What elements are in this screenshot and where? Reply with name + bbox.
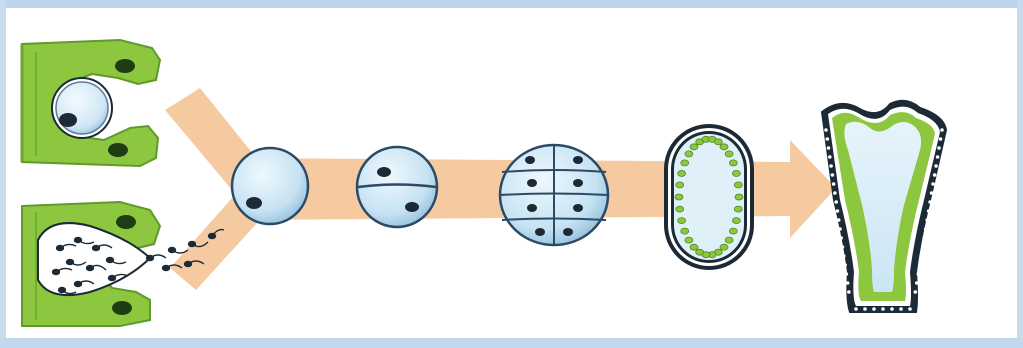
egg-cell	[56, 82, 108, 134]
blastula-cell	[729, 228, 737, 234]
gastrula-rim-dot	[826, 137, 830, 141]
blastula	[664, 124, 754, 270]
egg-nucleus	[59, 113, 77, 127]
gastrula-rim-dot	[899, 307, 903, 311]
blastula-cell	[725, 151, 733, 157]
gastrula-rim-dot	[828, 155, 832, 159]
blastula-cell	[685, 237, 693, 243]
gastrula-rim-dot	[940, 128, 944, 132]
two-cell-stage	[357, 147, 437, 227]
gastrula-rim-dot	[832, 182, 836, 186]
blastula-cell	[690, 244, 698, 250]
gastrula-rim-dot	[831, 173, 835, 177]
gastrula-rim-dot	[833, 191, 837, 195]
gastrula-rim-dot	[845, 272, 849, 276]
blastula-cell	[675, 194, 683, 200]
blastula-cell	[690, 144, 698, 150]
gastrula-rim-dot	[841, 245, 845, 249]
blastula-cell	[720, 144, 728, 150]
blastula-cell	[681, 160, 689, 166]
blastula-cell	[735, 194, 743, 200]
archegonium-with-egg	[22, 40, 160, 166]
gastrula-rim-dot	[931, 182, 935, 186]
gastrula-rim-dot	[914, 290, 918, 294]
tissue-nucleus	[112, 301, 132, 315]
blastula-cell	[725, 237, 733, 243]
gastrula-rim-dot	[836, 209, 840, 213]
blastula-cell	[734, 182, 742, 188]
gastrula-rim-dot	[847, 290, 851, 294]
blastula-cell	[685, 151, 693, 157]
blastula-cell	[678, 170, 686, 176]
gastrula-rim-dot	[917, 272, 921, 276]
blastula-cell	[729, 160, 737, 166]
gastrula-rim-dot	[937, 146, 941, 150]
gastrula-rim-dot	[939, 137, 943, 141]
gastrula-rim-dot	[928, 200, 932, 204]
gastrula-rim-dot	[839, 236, 843, 240]
gastrula-rim-dot	[921, 245, 925, 249]
eight-cell-stage	[500, 145, 608, 245]
blastula-cell	[714, 139, 722, 145]
blastula-cell	[732, 218, 740, 224]
tissue-nucleus	[108, 143, 128, 157]
gastrula-rim-dot	[925, 218, 929, 222]
blastula-cell	[676, 182, 684, 188]
gastrula-rim-dot	[936, 155, 940, 159]
gastrula-rim-dot	[843, 263, 847, 267]
gastrula-rim-dot	[872, 307, 876, 311]
gastrula-rim-dot	[924, 227, 928, 231]
gastrula-rim-dot	[854, 307, 858, 311]
gastrula-rim-dot	[838, 227, 842, 231]
gastrula-rim-dot	[863, 307, 867, 311]
blastula-cell	[676, 206, 684, 212]
gastrula-rim-dot	[846, 281, 850, 285]
gastrula-rim-dot	[930, 191, 934, 195]
blastula-cell	[734, 206, 742, 212]
zygote-nucleus	[246, 197, 262, 209]
gastrula-rim-dot	[927, 209, 931, 213]
gastrula	[822, 101, 946, 312]
tissue-nucleus	[115, 59, 135, 73]
blastula-cell	[732, 170, 740, 176]
gastrula-rim-dot	[837, 218, 841, 222]
gastrula-rim-dot	[829, 164, 833, 168]
gastrula-rim-dot	[834, 200, 838, 204]
gastrula-rim-dot	[908, 307, 912, 311]
gastrula-rim-dot	[824, 128, 828, 132]
blastula-cell	[678, 218, 686, 224]
blastula-cell	[720, 244, 728, 250]
gastrula-rim-dot	[934, 164, 938, 168]
tissue-nucleus	[116, 215, 136, 229]
blastula-cell	[696, 249, 704, 255]
gastrula-rim-dot	[918, 263, 922, 267]
gastrula-rim-dot	[922, 236, 926, 240]
gastrula-rim-dot	[933, 173, 937, 177]
blastula-cell	[681, 228, 689, 234]
zygote	[232, 148, 308, 224]
gastrula-rim-dot	[827, 146, 831, 150]
gastrula-rim-dot	[919, 254, 923, 258]
gastrula-rim-dot	[842, 254, 846, 258]
gastrula-rim-dot	[881, 307, 885, 311]
gastrula-rim-dot	[890, 307, 894, 311]
gastrula-rim-dot	[915, 281, 919, 285]
